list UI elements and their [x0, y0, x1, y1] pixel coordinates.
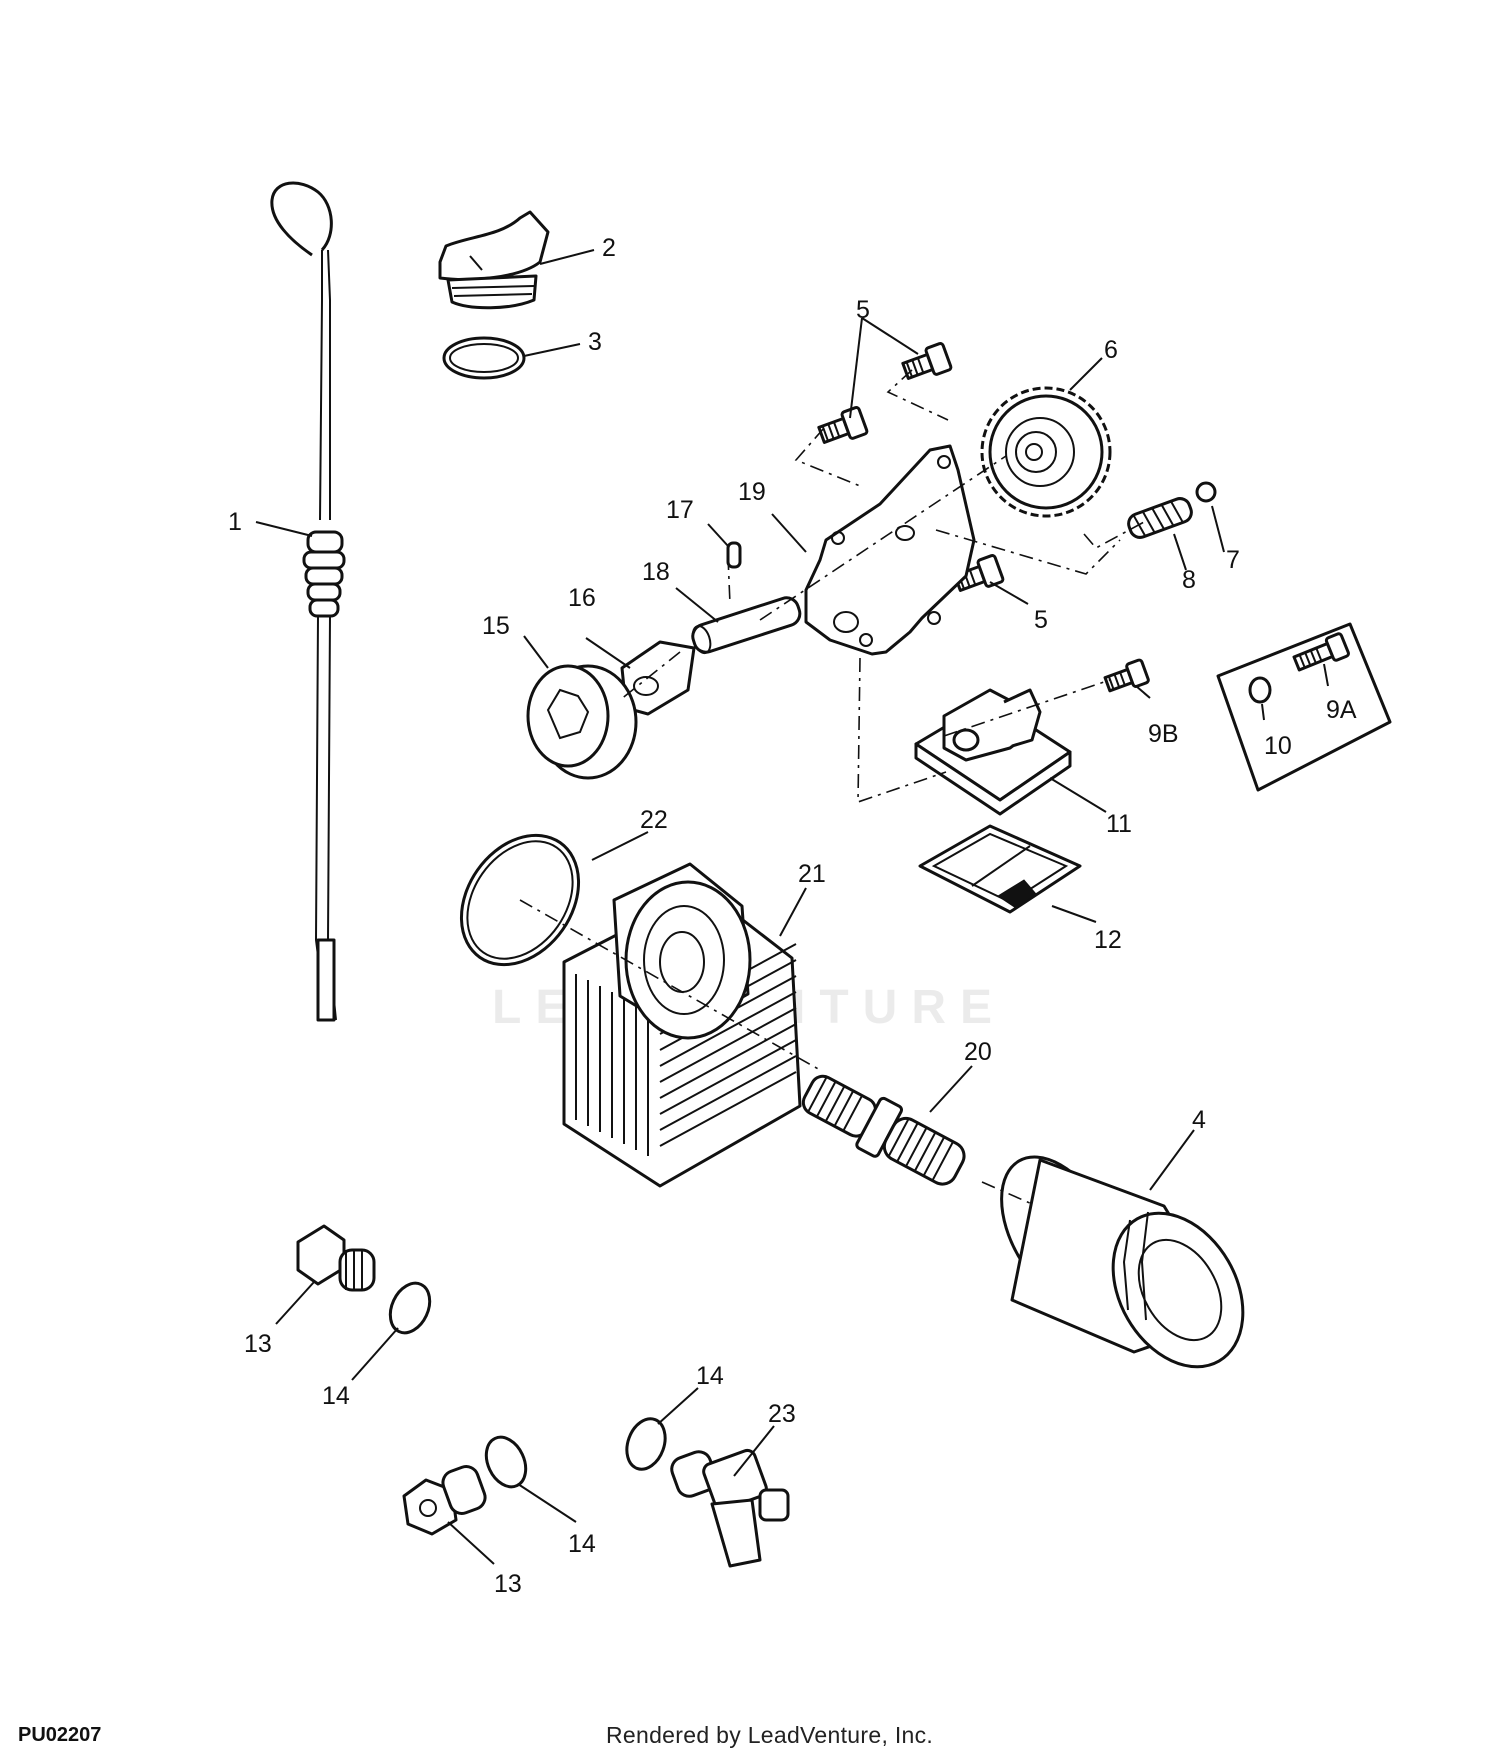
- part-6-gear[interactable]: [980, 386, 1112, 518]
- callout-17: 17: [666, 496, 694, 524]
- render-credit: Rendered by LeadVenture, Inc.: [606, 1722, 934, 1748]
- callout-11: 11: [1106, 810, 1132, 838]
- part-5-bolts[interactable]: [817, 342, 1005, 596]
- callout-6: 6: [1104, 336, 1118, 364]
- part-19-pump-cover[interactable]: [804, 444, 976, 656]
- part-13-drain-plug-upper[interactable]: [296, 1224, 376, 1292]
- part-4-oil-filter[interactable]: [977, 1137, 1269, 1390]
- callouts: 1 2 3 4 5 5 6 7 8 9B 9A 10 11 12 13 13 1…: [228, 234, 1357, 1598]
- callout-9b: 9B: [1148, 720, 1179, 748]
- callout-7: 7: [1226, 546, 1240, 574]
- part-20-nipple[interactable]: [795, 1065, 971, 1194]
- callout-14-b: 14: [568, 1530, 596, 1558]
- part-15-outer-rotor[interactable]: [526, 664, 638, 780]
- callout-23: 23: [768, 1400, 796, 1428]
- part-9a-screw[interactable]: [1292, 632, 1350, 675]
- part-2-oil-cap[interactable]: [438, 210, 550, 310]
- callout-22: 22: [640, 806, 668, 834]
- part-10-washer[interactable]: [1248, 676, 1272, 704]
- part-1-dipstick[interactable]: [270, 181, 346, 1022]
- callout-13-upper: 13: [244, 1330, 272, 1358]
- part-7-ball[interactable]: [1195, 481, 1217, 503]
- leader-lines: [255, 249, 1329, 1565]
- part-3-o-ring[interactable]: [442, 336, 526, 380]
- alignment-lines: [519, 369, 1145, 1205]
- callout-5-bottom: 5: [1034, 606, 1048, 634]
- figure-id: PU02207: [18, 1724, 102, 1746]
- callout-10: 10: [1264, 732, 1292, 760]
- part-21-oil-cooler[interactable]: [562, 862, 802, 1188]
- callout-18: 18: [642, 558, 670, 586]
- callout-14-c: 14: [696, 1362, 724, 1390]
- callout-12: 12: [1094, 926, 1122, 954]
- part-13-drain-plug-lower[interactable]: [402, 1463, 488, 1536]
- callout-20: 20: [964, 1038, 992, 1066]
- callout-5-top: 5: [856, 296, 870, 324]
- callout-1: 1: [228, 508, 242, 536]
- callout-19: 19: [738, 478, 766, 506]
- part-17-pin[interactable]: [726, 541, 742, 569]
- part-23-fitting[interactable]: [668, 1448, 790, 1568]
- callout-15: 15: [482, 612, 510, 640]
- part-14-o-ring-a[interactable]: [383, 1277, 438, 1339]
- part-14-o-ring-c[interactable]: [620, 1413, 672, 1474]
- callout-2: 2: [602, 234, 616, 262]
- callout-13-lower: 13: [494, 1570, 522, 1598]
- callout-3: 3: [588, 328, 602, 356]
- part-12-screen[interactable]: [918, 824, 1082, 914]
- inset-box: [1216, 622, 1392, 792]
- part-9b-screw[interactable]: [1103, 658, 1150, 695]
- callout-16: 16: [568, 584, 596, 612]
- callout-4: 4: [1192, 1106, 1206, 1134]
- callout-8: 8: [1182, 566, 1196, 594]
- callout-9a: 9A: [1326, 696, 1357, 724]
- part-18-shaft[interactable]: [690, 595, 803, 656]
- part-11-oil-pickup[interactable]: [914, 688, 1072, 816]
- callout-21: 21: [798, 860, 826, 888]
- callout-14-a: 14: [322, 1382, 350, 1410]
- part-14-o-ring-b[interactable]: [479, 1431, 534, 1493]
- part-8-spring[interactable]: [1126, 496, 1194, 540]
